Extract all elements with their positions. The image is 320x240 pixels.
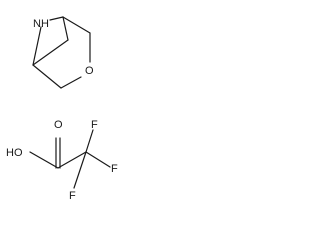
- o-ring-atom-label: O: [85, 65, 94, 77]
- nh-atom-label: NH: [33, 18, 49, 30]
- fluorine-top-label: F: [91, 119, 98, 131]
- bond-nh-c5: [32, 26, 42, 66]
- ho-atom-label: HO: [6, 147, 23, 159]
- fluorine-right-label: F: [111, 163, 118, 175]
- bond-cf3-f-bottom: [73, 151, 87, 189]
- trifluoroacetic-acid-structure: HO O F F F: [6, 119, 118, 202]
- bond-c7-c5: [32, 39, 69, 66]
- bond-c-cf3: [57, 151, 87, 169]
- fluorine-bottom-label: F: [69, 190, 76, 202]
- bicyclic-amine-structure: NH O: [32, 16, 94, 89]
- carbonyl-o-atom-label: O: [54, 119, 63, 131]
- bond-o-c4: [60, 76, 82, 89]
- bond-c1-c7: [62, 16, 69, 41]
- bond-cf3-f-top: [85, 129, 94, 153]
- bond-nh-c1: [49, 16, 64, 21]
- bond-ho-c: [29, 151, 59, 169]
- bond-c4-c5: [32, 64, 62, 89]
- bond-cf3-f-right: [85, 151, 111, 168]
- bond-c1-c2: [62, 16, 91, 34]
- chemical-structure-figure: NH O HO O F F F: [6, 16, 118, 202]
